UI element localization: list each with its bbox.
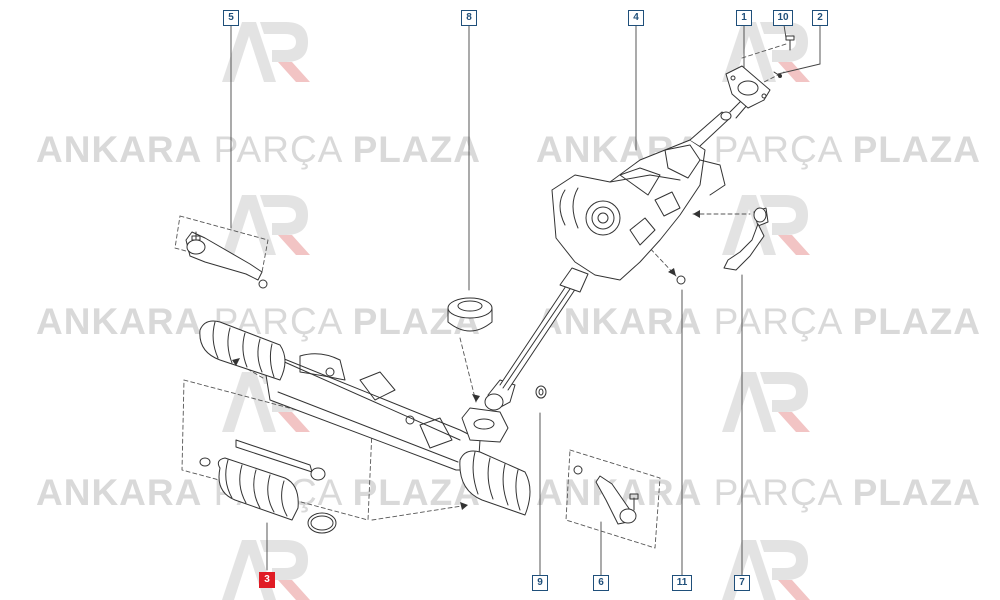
nut-9 <box>535 385 547 399</box>
tie-rod-end-upper <box>185 231 268 289</box>
nut-11 <box>676 275 686 285</box>
mount-bush <box>447 297 493 332</box>
callout-3-highlighted[interactable]: 3 <box>259 572 275 588</box>
screw-2 <box>773 71 782 78</box>
column-flange <box>725 65 771 109</box>
steering-arm-7 <box>723 207 769 271</box>
callout-8[interactable]: 8 <box>461 10 477 26</box>
callout-7[interactable]: 7 <box>734 575 750 591</box>
callout-9[interactable]: 9 <box>532 575 548 591</box>
watermark-text: ANKARA PARÇA PLAZA <box>536 129 981 170</box>
callout-4[interactable]: 4 <box>628 10 644 26</box>
callout-1[interactable]: 1 <box>736 10 752 26</box>
watermark-text: ANKARA PARÇA PLAZA <box>36 129 481 170</box>
inner-tie-rod-kit <box>199 439 337 534</box>
callout-6[interactable]: 6 <box>593 575 609 591</box>
steering-rack <box>199 320 531 516</box>
callout-2[interactable]: 2 <box>812 10 828 26</box>
callout-10[interactable]: 10 <box>773 10 793 26</box>
leader-lines <box>230 24 821 576</box>
watermark-text: ANKARA PARÇA PLAZA <box>536 301 981 342</box>
callout-11[interactable]: 11 <box>672 575 692 591</box>
arrowheads <box>232 210 700 510</box>
tie-rod-end-lower <box>573 465 639 525</box>
bolt-10 <box>785 35 795 51</box>
callout-5[interactable]: 5 <box>223 10 239 26</box>
steering-column <box>484 99 749 411</box>
